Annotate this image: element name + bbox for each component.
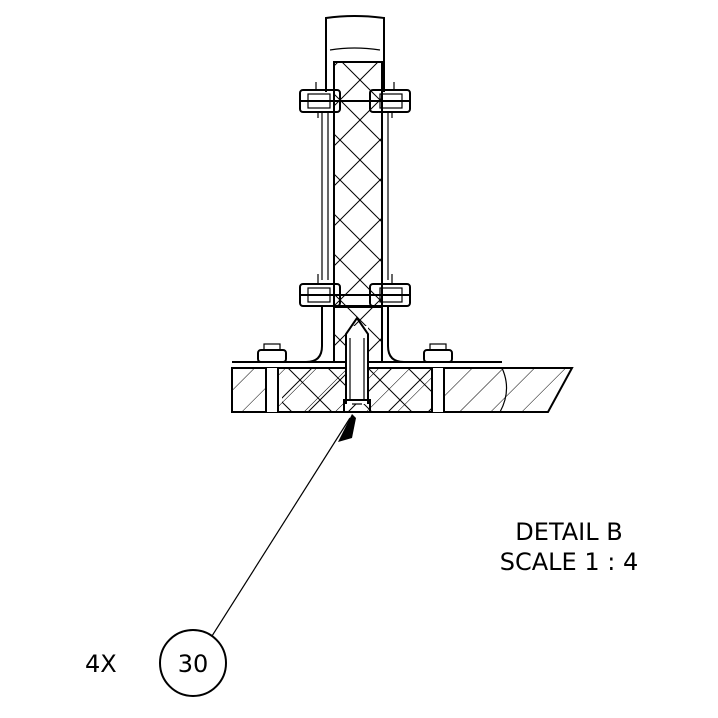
column-section — [321, 61, 389, 308]
leader-line — [211, 414, 356, 637]
top-tube-cap — [325, 15, 385, 62]
center-cap-screw — [343, 316, 371, 413]
quantity-label: 4X — [85, 650, 117, 678]
upper-clamp — [299, 82, 411, 118]
base-plate — [231, 361, 574, 413]
detail-title: DETAIL B — [515, 518, 622, 546]
item-balloon: 30 — [159, 629, 227, 697]
item-number-label: 30 — [178, 650, 209, 678]
lower-clamp — [299, 274, 411, 307]
right-base-bolt — [423, 343, 453, 412]
detail-scale: SCALE 1 : 4 — [500, 548, 638, 576]
left-base-bolt — [257, 343, 287, 412]
